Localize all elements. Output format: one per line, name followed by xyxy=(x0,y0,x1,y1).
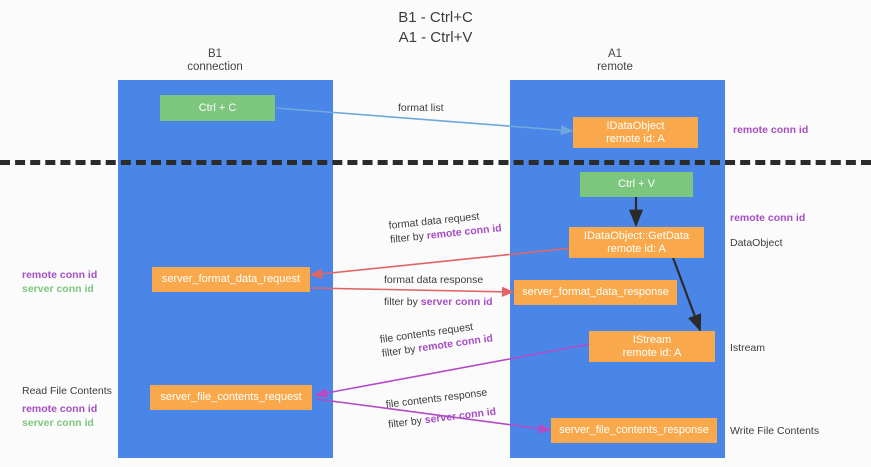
box-istream-remote-id: remote id: A xyxy=(622,346,682,359)
box-idataobject-getdata-remote-id: remote id: A xyxy=(607,242,666,255)
box-server-file-contents-response-label: server_file_contents_response xyxy=(559,424,709,436)
filter-by-prefix: filter by xyxy=(389,230,428,246)
filter-by-prefix: filter by xyxy=(384,296,421,308)
box-server-format-data-request[interactable]: server_format_data_request xyxy=(152,267,310,292)
box-ctrl-v[interactable]: Ctrl + V xyxy=(580,172,693,197)
box-server-format-data-request-label: server_format_data_request xyxy=(161,273,301,285)
side-label-remote-conn-id-left-mid: remote conn id xyxy=(22,269,98,281)
edge-label-format-data-request: format data request filter by remote con… xyxy=(388,207,502,247)
side-label-remote-conn-id-top: remote conn id xyxy=(733,124,809,136)
filter-by-prefix: filter by xyxy=(381,342,420,360)
edge-label-file-contents-request: file contents request filter by remote c… xyxy=(379,317,494,360)
title-line-1: B1 - Ctrl+C xyxy=(398,9,473,26)
lane-b1-sub: connection xyxy=(187,61,243,73)
box-server-format-data-response-label: server_format_data_response xyxy=(522,286,669,298)
edge-label-format-list: format list xyxy=(398,101,444,115)
edge-label-file-contents-response: file contents response filter by server … xyxy=(385,385,497,432)
side-label-server-conn-id-left-bottom: server conn id xyxy=(22,417,94,429)
side-label-remote-conn-id-left-bottom: remote conn id xyxy=(22,403,98,415)
edge-label-format-data-response-line2: filter by server conn id xyxy=(384,295,493,309)
box-ctrl-v-label: Ctrl + V xyxy=(618,178,655,190)
box-idataobject[interactable]: IDataObject remote id: A xyxy=(573,117,698,148)
edge-label-format-list-line1: format list xyxy=(398,102,444,114)
filter-by-prefix: filter by xyxy=(387,414,426,431)
side-label-remote-conn-id-mid: remote conn id xyxy=(730,212,806,224)
server-conn-id-highlight: server conn id xyxy=(424,405,497,427)
side-label-write-file-contents: Write File Contents xyxy=(730,425,820,437)
box-server-format-data-response[interactable]: server_format_data_response xyxy=(514,280,677,305)
box-istream-label: IStream xyxy=(632,333,672,346)
side-label-dataobject: DataObject xyxy=(730,237,783,249)
box-idataobject-getdata-label: IDataObject::GetData xyxy=(583,229,690,242)
lane-a1-sub: remote xyxy=(597,61,633,73)
box-istream[interactable]: IStream remote id: A xyxy=(589,331,715,362)
lane-header-a1: A1 remote xyxy=(555,48,675,74)
box-server-file-contents-request-label: server_file_contents_request xyxy=(160,391,302,403)
diagram-title: B1 - Ctrl+C A1 - Ctrl+V xyxy=(0,8,871,48)
server-conn-id-highlight: server conn id xyxy=(420,296,493,308)
lane-a1-name: A1 xyxy=(607,48,623,60)
box-server-file-contents-response[interactable]: server_file_contents_response xyxy=(551,418,717,443)
box-idataobject-getdata[interactable]: IDataObject::GetData remote id: A xyxy=(569,227,704,258)
phase-divider xyxy=(0,160,871,165)
box-ctrl-c[interactable]: Ctrl + C xyxy=(160,95,275,121)
box-ctrl-c-label: Ctrl + C xyxy=(198,101,237,114)
box-idataobject-label: IDataObject xyxy=(606,119,665,132)
edge-label-format-data-response-line1: format data response xyxy=(384,274,484,286)
side-label-server-conn-id-left-mid: server conn id xyxy=(22,283,94,295)
box-idataobject-remote-id: remote id: A xyxy=(606,132,665,145)
edge-label-format-data-response: format data response filter by server co… xyxy=(384,273,493,309)
lane-b1-name: B1 xyxy=(207,48,223,60)
side-label-read-file-contents: Read File Contents xyxy=(22,385,112,397)
title-line-2: A1 - Ctrl+V xyxy=(398,29,473,46)
side-label-istream: Istream xyxy=(730,342,766,354)
box-server-file-contents-request[interactable]: server_file_contents_request xyxy=(150,385,312,410)
lane-header-b1: B1 connection xyxy=(155,48,275,74)
